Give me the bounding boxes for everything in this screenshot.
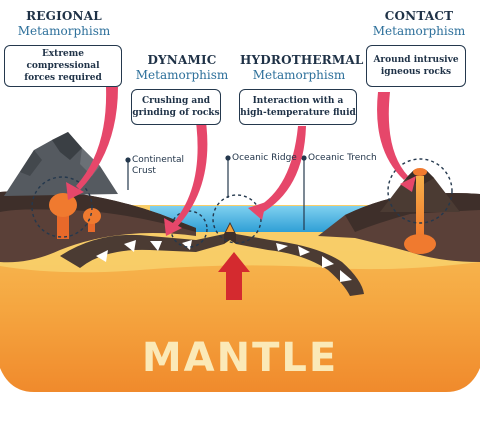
hydrothermal-description-box: Interaction with a high-temperature flui…: [239, 89, 357, 125]
hydrothermal-heading: HYDROTHERMAL Metamorphism: [240, 53, 364, 83]
regional-title: REGIONAL: [26, 9, 102, 23]
continental-crust-label-line-2: Crust: [132, 166, 156, 176]
label-leaders: [125, 155, 307, 230]
pink-pointer-arrow-icon: [66, 87, 416, 236]
mantle-label: MANTLE: [141, 335, 339, 381]
oceanic-trench-label: Oceanic Trench: [308, 153, 377, 163]
regional-description-line-2: forces required: [24, 73, 102, 83]
dynamic-heading: DYNAMIC Metamorphism: [130, 53, 234, 83]
oceanic-plate: [60, 222, 364, 296]
continental-crust-label: Continental Crust: [132, 155, 184, 177]
oceanic-ridge-label: Oceanic Ridge: [232, 153, 297, 163]
dynamic-description-line-2: grinding of rocks: [132, 108, 220, 118]
continental-crust-label-line-1: Continental: [132, 155, 185, 165]
dynamic-description-box: Crushing and grinding of rocks: [131, 89, 221, 125]
hydrothermal-description-line-2: high-temperature fluid: [240, 108, 356, 118]
contact-subtitle: Metamorphism: [372, 24, 466, 38]
hydrothermal-title: HYDROTHERMAL: [240, 53, 364, 67]
contact-description-line-2: igneous rocks: [380, 67, 452, 77]
white-motion-arrow-icon: [96, 240, 352, 282]
red-upwelling-arrow-icon: [218, 252, 250, 300]
regional-heading: REGIONAL Metamorphism: [4, 9, 124, 39]
regional-description-line-1: Extreme compressional: [26, 49, 100, 71]
dynamic-description-line-1: Crushing and: [141, 96, 211, 106]
contact-heading: CONTACT Metamorphism: [362, 9, 476, 39]
contact-description-box: Around intrusive igneous rocks: [366, 45, 466, 87]
contact-description-line-1: Around intrusive: [373, 55, 459, 65]
regional-subtitle: Metamorphism: [17, 24, 111, 38]
dynamic-subtitle: Metamorphism: [135, 68, 229, 82]
hydrothermal-subtitle: Metamorphism: [252, 68, 346, 82]
hydrothermal-description-line-1: Interaction with a: [252, 96, 344, 106]
regional-description-box: Extreme compressional forces required: [4, 45, 122, 87]
ocean: [150, 206, 380, 232]
dynamic-title: DYNAMIC: [147, 53, 217, 67]
contact-title: CONTACT: [384, 9, 454, 23]
